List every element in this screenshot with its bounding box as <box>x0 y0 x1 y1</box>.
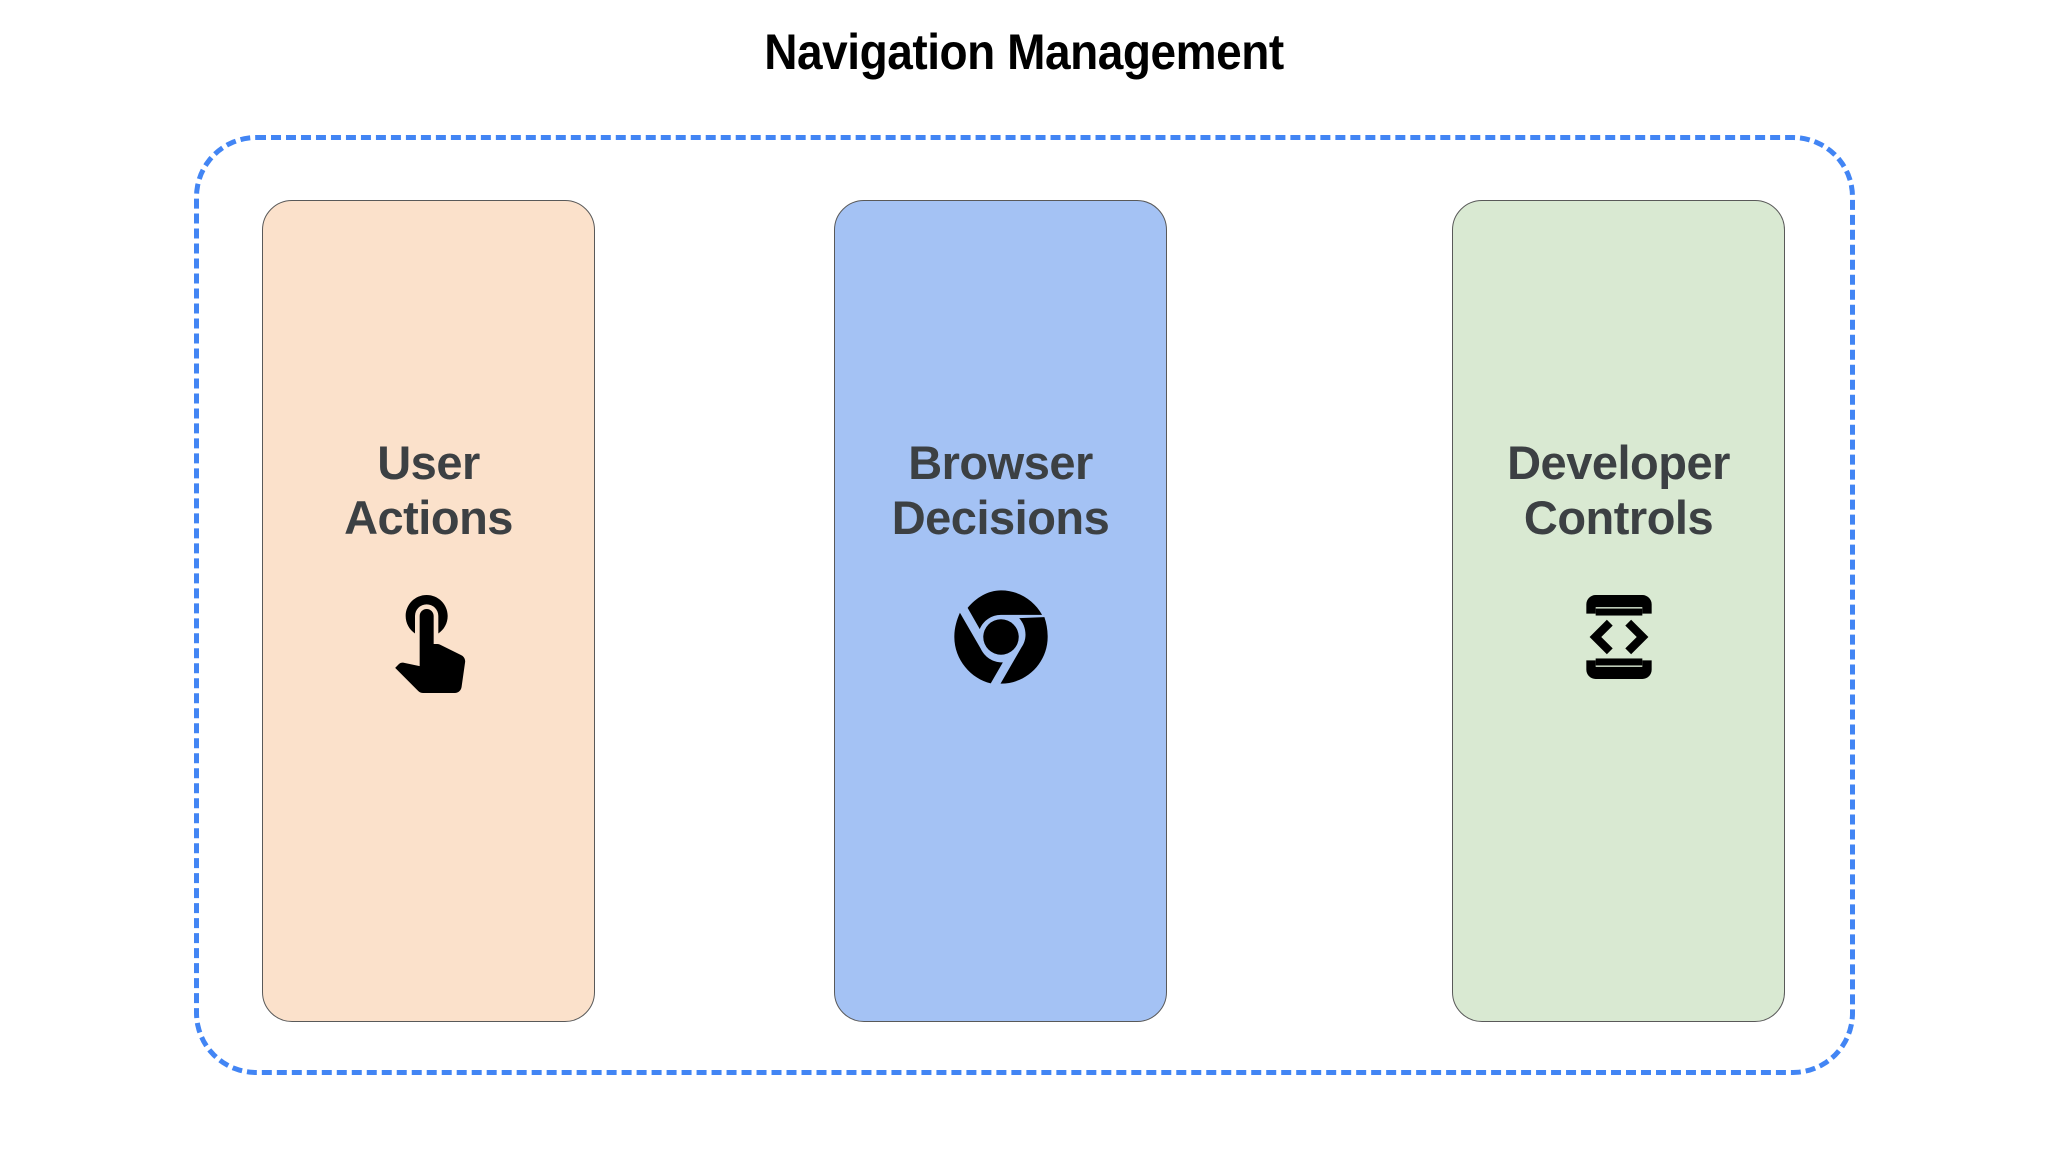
page-title: Navigation Management <box>764 24 1284 80</box>
card-user-actions-line2: Actions <box>344 490 513 544</box>
card-browser-decisions-line2: Decisions <box>891 490 1110 544</box>
developer-mode-icon <box>1563 581 1675 693</box>
navigation-group-container <box>194 135 1855 1075</box>
chrome-logo-icon <box>945 581 1057 693</box>
card-browser-decisions-line1: Browser <box>908 436 1093 489</box>
card-developer-controls-line1: Developer <box>1507 436 1730 489</box>
card-developer-controls-line2: Controls <box>1523 490 1714 544</box>
card-user-actions-line1: User <box>377 436 480 489</box>
touch-app-icon <box>373 581 485 694</box>
